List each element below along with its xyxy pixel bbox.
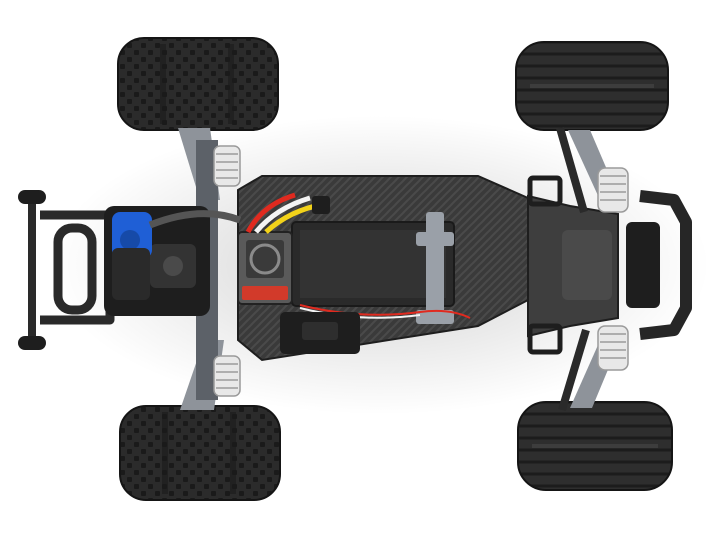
front-bulkhead: [527, 175, 619, 355]
rear-right-tire: [119, 405, 281, 501]
rear-shock-bottom: [213, 355, 241, 397]
esc-unit: [237, 231, 293, 305]
rear-left-tire: [117, 37, 279, 131]
fan-icon: [249, 243, 281, 275]
battery-hold-down: [416, 212, 454, 324]
rear-suspension: [178, 128, 224, 410]
rear-shock-top: [213, 145, 241, 187]
front-shock-top: [597, 167, 629, 213]
front-left-tire: [515, 41, 669, 131]
receiver-box: [280, 312, 360, 354]
motor: [112, 212, 152, 300]
front-right-tire: [517, 401, 673, 491]
front-bumper: [639, 190, 692, 340]
front-shock-bottom: [597, 325, 629, 371]
